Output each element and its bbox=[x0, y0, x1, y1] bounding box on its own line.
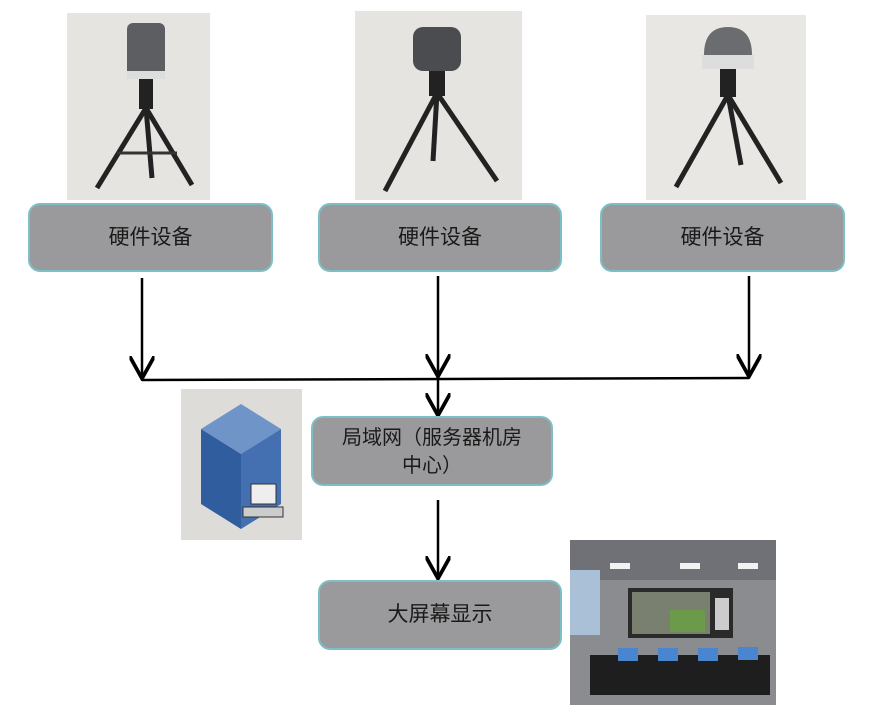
node-label: 局域网（服务器机房中心） bbox=[342, 425, 522, 477]
node-label: 大屏幕显示 bbox=[387, 602, 493, 627]
node-label: 硬件设备 bbox=[680, 224, 765, 249]
node-label: 硬件设备 bbox=[108, 224, 193, 249]
hardware-device-node-2: 硬件设备 bbox=[318, 203, 562, 272]
server-computer-image bbox=[181, 389, 302, 540]
big-screen-display-node: 大屏幕显示 bbox=[318, 580, 562, 650]
control-room-image bbox=[570, 540, 776, 705]
tripod-sensor-image-2 bbox=[355, 11, 522, 200]
hardware-device-node-3: 硬件设备 bbox=[600, 203, 845, 272]
tripod-sensor-image-3 bbox=[646, 15, 806, 200]
node-label: 硬件设备 bbox=[398, 224, 482, 249]
tripod-sensor-image-1 bbox=[67, 13, 210, 200]
bus-line bbox=[141, 376, 750, 382]
hardware-device-node-1: 硬件设备 bbox=[28, 203, 273, 272]
lan-server-node: 局域网（服务器机房中心） bbox=[311, 416, 553, 486]
